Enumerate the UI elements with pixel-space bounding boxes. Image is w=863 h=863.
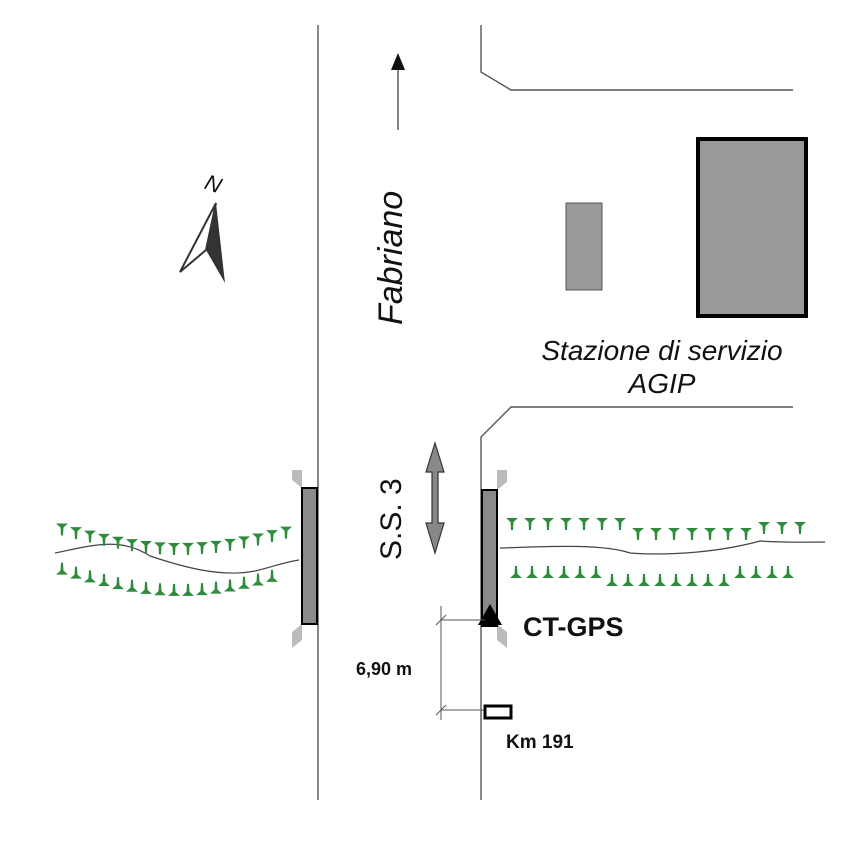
km-marker-icon <box>483 704 513 720</box>
vegetation-symbol <box>168 542 180 555</box>
vegetation-symbol <box>740 528 752 540</box>
vegetation-symbol <box>126 579 138 592</box>
vegetation-symbol <box>70 527 82 540</box>
vegetation-symbol <box>210 581 222 594</box>
vegetation-symbol <box>154 583 166 596</box>
road-label: S.S. 3 <box>375 478 408 560</box>
station-label-line1: Stazione di servizio <box>541 335 782 366</box>
vegetation-symbol <box>632 528 644 540</box>
vegetation-symbol <box>196 542 208 555</box>
vegetation-symbol <box>524 518 536 530</box>
vegetation-symbol <box>702 574 714 586</box>
vegetation-right-bottom <box>510 566 794 586</box>
vegetation-left-top <box>56 523 292 555</box>
distance-label: 6,90 m <box>356 659 412 679</box>
bridge-parapet-left <box>292 470 318 648</box>
creek-line-right <box>499 540 826 555</box>
vegetation-symbol <box>56 523 68 536</box>
vegetation-symbol <box>510 566 522 578</box>
station-building-small <box>565 202 603 291</box>
vegetation-symbol <box>782 566 794 578</box>
vegetation-symbol <box>98 533 110 546</box>
creek-line-left <box>54 543 300 574</box>
north-label: N <box>201 169 225 198</box>
vegetation-symbol <box>704 528 716 540</box>
vegetation-left-bottom <box>56 562 278 596</box>
vegetation-symbol <box>578 518 590 530</box>
vegetation-symbol <box>794 522 806 534</box>
vegetation-symbol <box>596 518 608 530</box>
vegetation-symbol <box>238 576 250 589</box>
vegetation-symbol <box>622 574 634 586</box>
vegetation-symbol <box>722 528 734 540</box>
road-right-edge-upper <box>480 25 793 91</box>
vegetation-symbol <box>182 542 194 555</box>
vegetation-symbol <box>776 522 788 534</box>
vegetation-right-top <box>506 518 806 540</box>
vegetation-symbol <box>560 518 572 530</box>
vegetation-symbol <box>56 562 68 575</box>
vegetation-symbol <box>266 530 278 543</box>
vegetation-symbol <box>734 566 746 578</box>
vegetation-symbol <box>606 574 618 586</box>
vegetation-symbol <box>182 583 194 596</box>
vegetation-symbol <box>686 574 698 586</box>
vegetation-symbol <box>112 577 124 590</box>
direction-arrow-icon <box>391 53 405 130</box>
direction-label: Fabriano <box>372 191 410 325</box>
vegetation-symbol <box>718 574 730 586</box>
vegetation-symbol <box>84 530 96 543</box>
vegetation-symbol <box>224 538 236 551</box>
vegetation-symbol <box>266 569 278 582</box>
vegetation-symbol <box>526 566 538 578</box>
vegetation-symbol <box>542 518 554 530</box>
km-label: Km 191 <box>506 732 574 753</box>
vegetation-symbol <box>238 536 250 549</box>
vegetation-symbol <box>650 528 662 540</box>
bridge-parapet-right <box>481 470 507 648</box>
vegetation-symbol <box>168 583 180 596</box>
vegetation-symbol <box>766 566 778 578</box>
vegetation-symbol <box>654 574 666 586</box>
distance-dimension <box>435 606 485 720</box>
vegetation-symbol <box>140 581 152 594</box>
station-label-line2: AGIP <box>627 368 696 399</box>
vegetation-symbol <box>196 583 208 596</box>
north-arrow-icon <box>179 202 225 283</box>
vegetation-symbol <box>614 518 626 530</box>
vegetation-symbol <box>670 574 682 586</box>
vegetation-symbol <box>126 539 138 552</box>
station-building-large <box>696 137 808 318</box>
vegetation-symbol <box>638 574 650 586</box>
vegetation-symbol <box>70 566 82 579</box>
vegetation-symbol <box>590 566 602 578</box>
vegetation-symbol <box>506 518 518 530</box>
vegetation-symbol <box>542 566 554 578</box>
vegetation-symbol <box>686 528 698 540</box>
vegetation-symbol <box>558 566 570 578</box>
two-way-arrow-icon <box>425 440 445 556</box>
vegetation-symbol <box>750 566 762 578</box>
vegetation-symbol <box>758 522 770 534</box>
vegetation-symbol <box>98 573 110 586</box>
vegetation-symbol <box>574 566 586 578</box>
vegetation-symbol <box>224 579 236 592</box>
vegetation-symbol <box>140 541 152 554</box>
point-label: CT-GPS <box>523 612 624 642</box>
vegetation-symbol <box>154 542 166 555</box>
vegetation-symbol <box>252 573 264 586</box>
vegetation-symbol <box>84 570 96 583</box>
vegetation-symbol <box>252 533 264 546</box>
vegetation-symbol <box>280 526 292 539</box>
vegetation-symbol <box>210 540 222 553</box>
vegetation-symbol <box>668 528 680 540</box>
vegetation-symbol <box>112 536 124 549</box>
